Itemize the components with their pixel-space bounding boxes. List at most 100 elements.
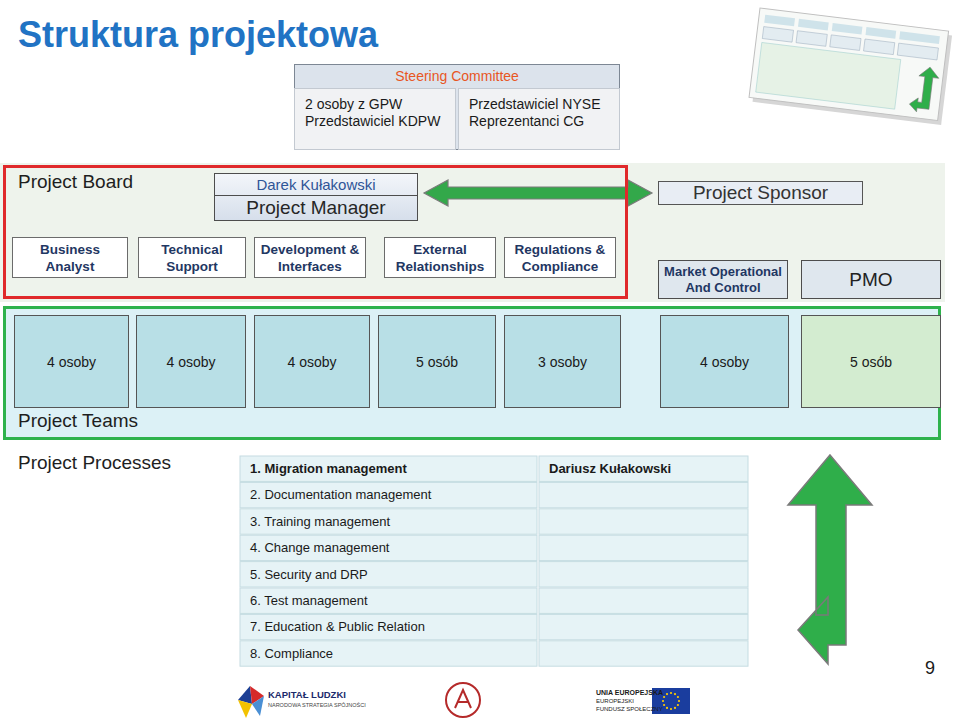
manager-box: Darek KułakowskiProject Manager xyxy=(214,173,418,221)
node-text: Project Manager xyxy=(215,196,417,219)
node-text: External Relationships xyxy=(389,241,491,275)
node-text: Development & Interfaces xyxy=(259,241,361,275)
team-box: 4 osoby xyxy=(660,315,789,408)
logo-text: UNIA EUROPEJSKA xyxy=(596,689,663,696)
role-box: Regulations & Compliance xyxy=(504,237,616,278)
team-box: 4 osoby xyxy=(136,315,246,408)
board-band xyxy=(0,163,945,302)
committee-cell: 2 osoby z GPW Przedstawiciel KDPW xyxy=(294,88,456,150)
thumbnail-frame xyxy=(749,8,949,120)
flag-star xyxy=(666,707,668,709)
table-cell xyxy=(240,562,537,587)
thumbnail-table xyxy=(756,42,901,109)
node-text: Business Analyst xyxy=(17,241,123,275)
table-cell xyxy=(539,456,748,481)
node-text: Regulations & Compliance xyxy=(509,241,611,275)
thumbnail-cell xyxy=(798,19,829,31)
role-box: Development & Interfaces xyxy=(254,237,366,278)
flag-star xyxy=(674,707,676,709)
table-cell-text: 4. Change management xyxy=(250,535,389,561)
node-text: Market Operational And Control xyxy=(661,264,785,296)
region-heading: Project Teams xyxy=(18,410,138,432)
logo-figure xyxy=(455,690,471,708)
table-cell-text: 6. Test management xyxy=(250,588,368,614)
table-cell-text: 1. Migration management xyxy=(250,456,407,482)
table-cell xyxy=(539,509,748,534)
team-box: 5 osób xyxy=(378,315,496,408)
logo-shape xyxy=(238,700,252,718)
flag-star xyxy=(677,704,679,706)
role-box: External Relationships xyxy=(384,237,496,278)
role-box: Technical Support xyxy=(138,237,246,278)
flag-star xyxy=(663,696,665,698)
node-text: 5 osób xyxy=(850,353,892,371)
logo-text: FUNDUSZ SPOŁECZNY xyxy=(596,706,663,712)
thumbnail-cell xyxy=(830,35,861,51)
flag-star xyxy=(666,693,668,695)
section-heading: Project Processes xyxy=(18,452,171,474)
flag-star xyxy=(678,700,680,702)
node-text: 4 osoby xyxy=(47,353,96,371)
table-cell xyxy=(240,509,537,534)
page-number: 9 xyxy=(925,658,935,679)
flag-star xyxy=(662,700,664,702)
table-cell-text: 2. Documentation management xyxy=(250,482,431,508)
node-text: Technical Support xyxy=(143,241,241,275)
thumbnail-cell xyxy=(762,27,793,43)
committee-panel: Steering Committee 2 osoby z GPW Przedsta… xyxy=(294,64,620,150)
teams-region: Project Teams4 osoby4 osoby4 osoby5 osób… xyxy=(3,306,941,440)
table-cell xyxy=(240,535,537,560)
node-text: 5 osób xyxy=(416,353,458,371)
thumbnail-cell xyxy=(832,23,863,35)
thumbnail-cell xyxy=(899,31,940,44)
role-box: Business Analyst xyxy=(12,237,128,278)
thumbnail-arrow xyxy=(909,65,940,114)
team-box: 3 osoby xyxy=(504,315,621,408)
table-cell xyxy=(240,456,537,481)
node-text: Project Sponsor xyxy=(693,182,828,204)
flag-star xyxy=(670,692,672,694)
table-cell-text: Dariusz Kułakowski xyxy=(549,456,671,482)
thumbnail-cell xyxy=(764,15,795,27)
thumbnail-cell xyxy=(796,31,827,47)
kapital-ludzki-logo xyxy=(238,686,264,718)
table-cell-text: 7. Education & Public Relation xyxy=(250,614,425,640)
node-text: PMO xyxy=(849,269,892,291)
university-logo xyxy=(446,683,480,717)
flag-star xyxy=(677,696,679,698)
slide-title: Struktura projektowa xyxy=(18,14,378,56)
logo-text: EUROPEJSKI xyxy=(596,698,634,704)
board-region: Project BoardDarek KułakowskiProject Man… xyxy=(3,165,628,299)
logo-text: NARODOWA STRATEGIA SPÓJNOŚCI xyxy=(268,702,366,708)
sponsor-box: Project Sponsor xyxy=(658,181,863,205)
thumbnail-picture xyxy=(749,8,953,125)
table-cell-text: 5. Security and DRP xyxy=(250,562,368,588)
table-cell xyxy=(240,641,537,666)
team-box: 4 osoby xyxy=(14,315,129,408)
node-text: 4 osoby xyxy=(287,353,336,371)
table-cell xyxy=(539,535,748,560)
node-text: Przedstawiciel NYSE Reprezentanci CG xyxy=(469,96,616,130)
table-cell xyxy=(240,482,537,507)
node-text: Darek Kułakowski xyxy=(215,174,417,196)
table-cell xyxy=(539,588,748,613)
cycle-arrow xyxy=(788,455,872,664)
node-text: 2 osoby z GPW Przedstawiciel KDPW xyxy=(305,96,452,130)
table-cell-text: 3. Training management xyxy=(250,509,390,535)
logo-text: KAPITAŁ LUDZKI xyxy=(268,689,346,700)
table-cell xyxy=(539,641,748,666)
logo-ring xyxy=(446,683,480,717)
table-cell xyxy=(240,588,537,613)
flag-star xyxy=(670,708,672,710)
pmo-box: PMO xyxy=(801,260,941,299)
role-box: Market Operational And Control xyxy=(658,260,788,299)
table-cell xyxy=(240,614,537,639)
team-box: 4 osoby xyxy=(254,315,370,408)
panel-heading: Steering Committee xyxy=(294,64,620,88)
thumbnail-cell xyxy=(897,43,938,60)
node-text: 4 osoby xyxy=(700,353,749,371)
team-box: 5 osób xyxy=(801,315,941,408)
double-arrow xyxy=(424,180,652,206)
process-table xyxy=(240,456,748,666)
